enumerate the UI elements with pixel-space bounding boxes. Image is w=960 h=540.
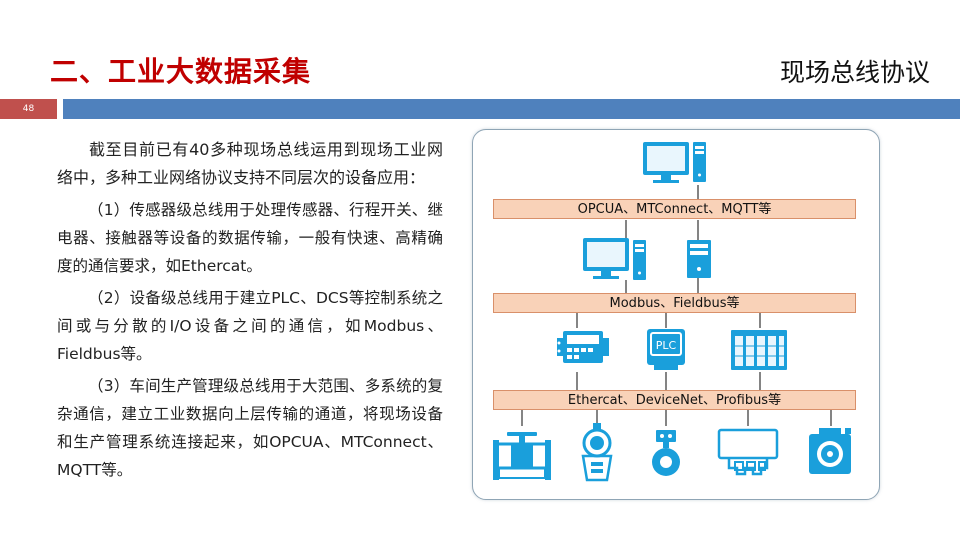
plc-icon: PLC xyxy=(647,329,685,370)
bus-sensor-level: Ethercat、DeviceNet、Profibus等 xyxy=(493,390,856,410)
intro-paragraph: 截至目前已有40多种现场总线运用到现场工业网络中，多种工业网络协议支持不同层次的… xyxy=(57,140,443,187)
bus-management-level: OPCUA、MTConnect、MQTT等 xyxy=(493,199,856,219)
diagram-graphics: PLC xyxy=(493,142,851,482)
valve-icon xyxy=(493,432,551,480)
point-1-paragraph: （1）传感器级总线用于处理传感器、行程开关、继电器、接触器等设备的数据传输，一般… xyxy=(57,201,443,275)
servo-motor-icon xyxy=(809,428,851,474)
page-number: 48 xyxy=(0,99,57,119)
relay-terminal-icon xyxy=(717,428,779,476)
desktop-computer-icon xyxy=(583,238,646,280)
plc-label: PLC xyxy=(656,339,677,352)
plc-rack-icon xyxy=(731,330,787,370)
point-3-paragraph: （3）车间生产管理级总线用于大范围、多系统的复杂通信，建立工业数据向上层传输的通… xyxy=(57,377,443,479)
control-panel-icon xyxy=(557,331,609,363)
server-tower-icon xyxy=(687,240,711,278)
flow-meter-icon xyxy=(652,430,680,476)
bus-device-level: Modbus、Fieldbus等 xyxy=(493,293,856,313)
text-block: 截至目前已有40多种现场总线运用到现场工业网络中，多种工业网络协议支持不同层次的… xyxy=(57,136,443,488)
desktop-computer-icon xyxy=(643,142,706,183)
point-2-paragraph: （2）设备级总线用于建立PLC、DCS等控制系统之间或与分散的I/O设备之间的通… xyxy=(57,289,443,363)
gauge-sensor-icon xyxy=(581,423,613,482)
page-subtitle: 现场总线协议 xyxy=(779,58,930,87)
header-bar xyxy=(63,99,960,119)
fieldbus-diagram: PLC xyxy=(472,129,880,500)
page-title: 二、工业大数据采集 xyxy=(50,55,312,88)
